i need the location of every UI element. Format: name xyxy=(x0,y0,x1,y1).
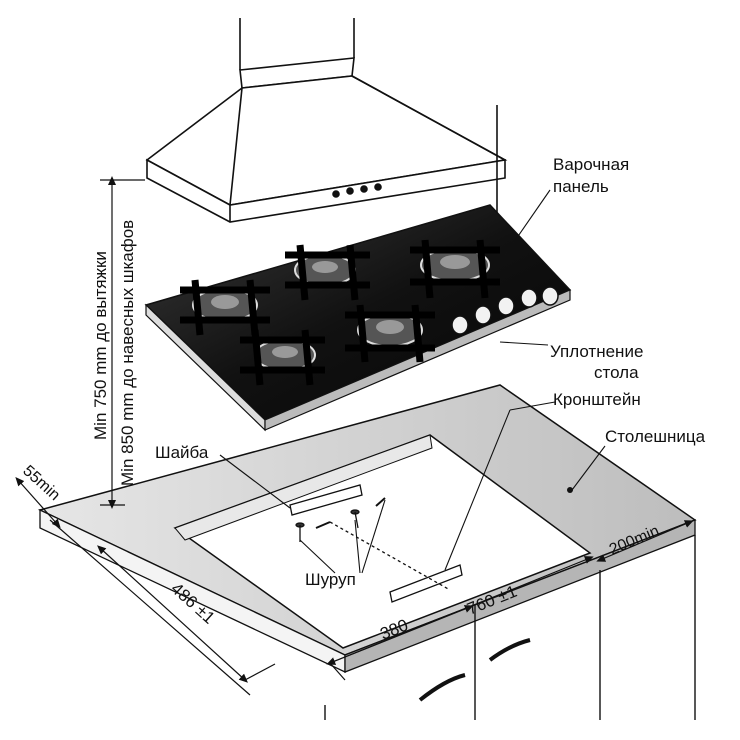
gas-hob xyxy=(144,204,572,432)
control-knobs xyxy=(451,286,559,335)
worktop xyxy=(37,384,697,674)
washer-label: Шайба xyxy=(155,443,209,462)
burner xyxy=(410,239,500,299)
worktop-label: Столешница xyxy=(605,427,706,446)
seal-label-line2: стола xyxy=(594,363,639,382)
leader-lines xyxy=(219,189,606,574)
dimension-lines xyxy=(15,176,694,696)
hob-label-line2: панель xyxy=(553,177,609,196)
seal-label-line1: Уплотнение xyxy=(550,342,643,361)
cooker-hood xyxy=(145,18,508,223)
burner xyxy=(180,279,270,336)
edge-min-dimension: 55min xyxy=(19,462,63,504)
burner xyxy=(240,329,325,386)
hob-label-line1: Варочная xyxy=(553,155,629,174)
screw-label: Шуруп xyxy=(305,570,356,589)
cabinet-clearance-dimension: Min 850 mm до навесных шкафов xyxy=(118,220,137,486)
burner xyxy=(285,244,370,301)
burner xyxy=(345,304,435,363)
bracket-label: Кронштейн xyxy=(553,390,641,409)
hood-clearance-dimension: Min 750 mm до вытяжки xyxy=(91,251,110,440)
